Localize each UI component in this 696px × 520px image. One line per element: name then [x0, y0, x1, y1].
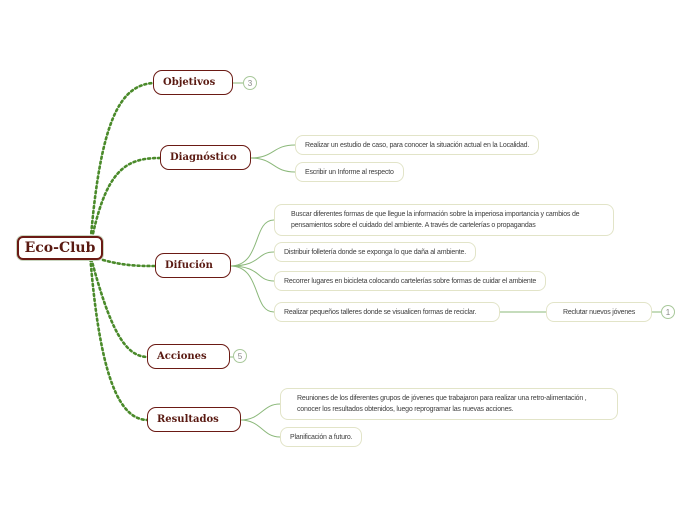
- branch-objetivos[interactable]: Objetivos: [153, 70, 233, 95]
- leaf-diagnostico-estudio[interactable]: Realizar un estudio de caso, para conoce…: [295, 135, 540, 155]
- branch-label: Difución: [165, 260, 213, 271]
- link-diag-1: [249, 144, 296, 159]
- link-dif-4: [229, 265, 275, 313]
- collapsed-count-badge[interactable]: 3: [243, 76, 257, 90]
- branch-difucion[interactable]: Difución: [155, 253, 231, 278]
- leaf-difucion-bicicleta[interactable]: Recorrer lugares en bicicleta colocando …: [274, 271, 547, 291]
- link-diag-2: [249, 157, 296, 173]
- link-res-2: [239, 419, 281, 438]
- branch-label: Objetivos: [163, 77, 216, 88]
- branch-label: Diagnóstico: [170, 152, 237, 163]
- branch-diagnostico[interactable]: Diagnóstico: [160, 145, 251, 170]
- link-root-difucion: [101, 258, 158, 268]
- leaf-diagnostico-informe[interactable]: Escribir un Informe al respecto: [295, 162, 404, 182]
- link-dif-3: [229, 265, 275, 282]
- root-node[interactable]: Eco-Club: [17, 236, 103, 260]
- link-root-resultados: [88, 252, 150, 422]
- branch-resultados[interactable]: Resultados: [147, 407, 241, 432]
- collapsed-count-badge[interactable]: 5: [233, 349, 247, 363]
- leaf-resultados-planificacion[interactable]: Planificación a futuro.: [280, 427, 363, 447]
- link-root-acciones: [88, 252, 150, 359]
- link-root-objetivos: [88, 81, 158, 250]
- link-dif-2: [229, 251, 275, 267]
- leaf-difucion-talleres[interactable]: Realizar pequeños talleres donde se visu…: [274, 302, 500, 322]
- root-label: Eco-Club: [24, 240, 96, 256]
- leaf-reclutar-jovenes[interactable]: Reclutar nuevos jóvenes: [546, 302, 652, 322]
- branch-label: Acciones: [157, 351, 207, 362]
- branch-label: Resultados: [157, 414, 219, 425]
- link-root-diagnostico: [88, 156, 162, 250]
- link-dif-1: [229, 219, 275, 267]
- leaf-difucion-informacion[interactable]: Buscar diferentes formas de que llegue l…: [274, 204, 614, 236]
- leaf-difucion-folleteria[interactable]: Distribuir folletería donde se exponga l…: [274, 242, 476, 262]
- leaf-resultados-reuniones[interactable]: Reuniones de los diferentes grupos de jó…: [280, 388, 618, 420]
- link-res-1: [239, 403, 281, 421]
- branch-acciones[interactable]: Acciones: [147, 344, 230, 369]
- collapsed-count-badge[interactable]: 1: [661, 305, 675, 319]
